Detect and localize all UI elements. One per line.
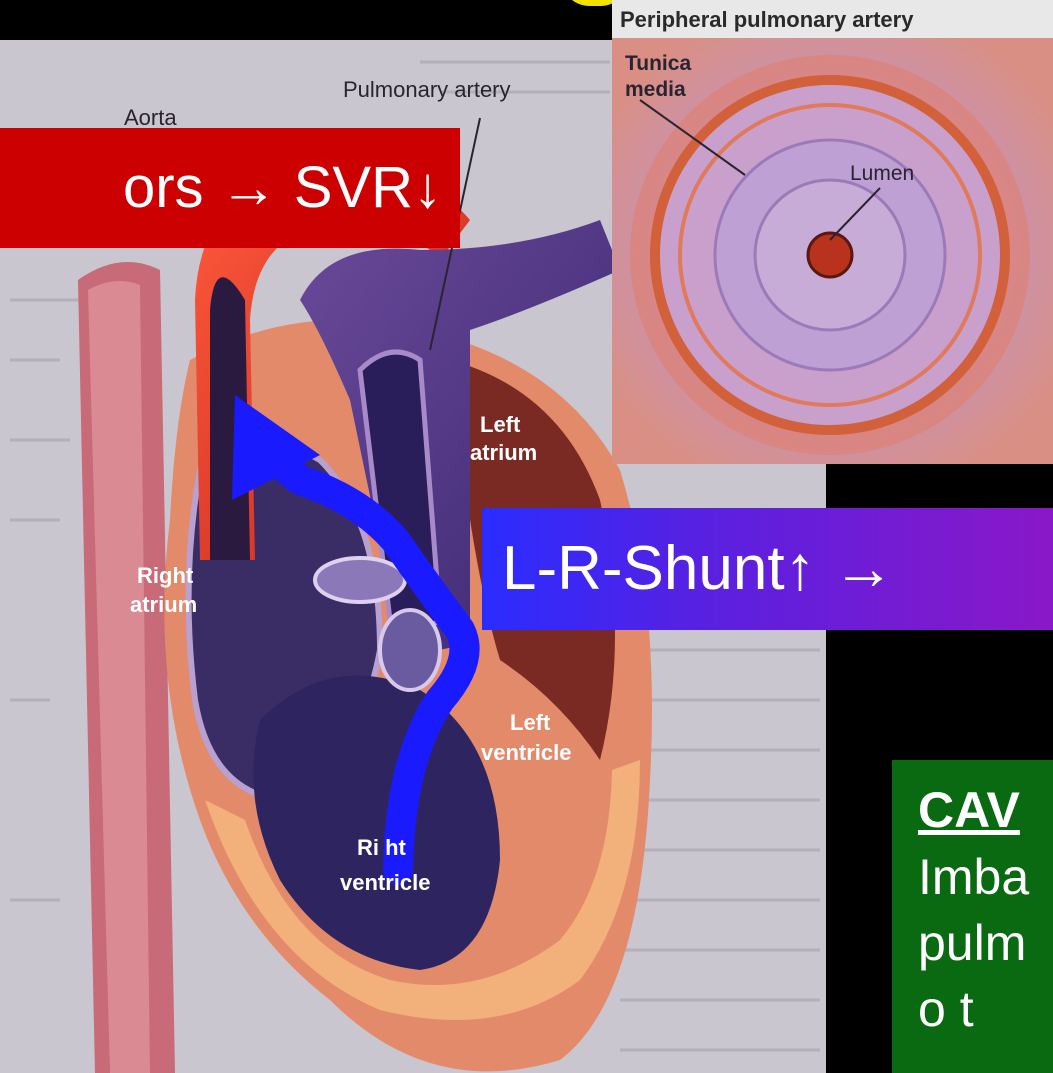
label-aorta: Aorta [124,105,177,130]
label-right-atrium-2: atrium [130,592,197,617]
caveat-callout: CAV Imba pulm o t [892,760,1053,1073]
inset-panel: Peripheral pulmonary artery Tunica media… [612,0,1053,464]
shunt-callout: L-R-Shunt↑ → [482,508,1053,630]
caveat-line-2: pulm [918,910,1053,976]
valve [315,558,405,602]
label-left-atrium-1: Left [480,412,521,437]
inset-lumen: Lumen [850,162,914,185]
caveat-line-3: o t [918,976,1053,1042]
label-right-atrium-1: Right [137,563,194,588]
label-left-ventricle-2: ventricle [481,740,572,765]
inset-tunica-2: media [625,78,686,101]
label-right-ventricle-1: Ri ht [357,835,407,860]
caveat-title: CAV [918,776,1053,844]
label-left-ventricle-1: Left [510,710,551,735]
caveat-line-1: Imba [918,844,1053,910]
inset-header: Peripheral pulmonary artery [620,7,914,32]
label-left-atrium-2: atrium [470,440,537,465]
svr-callout: ors → SVR↓ [0,128,460,248]
label-pulmonary-artery: Pulmonary artery [343,77,511,102]
inset-tunica-1: Tunica [625,52,691,75]
label-right-ventricle-2: ventricle [340,870,431,895]
